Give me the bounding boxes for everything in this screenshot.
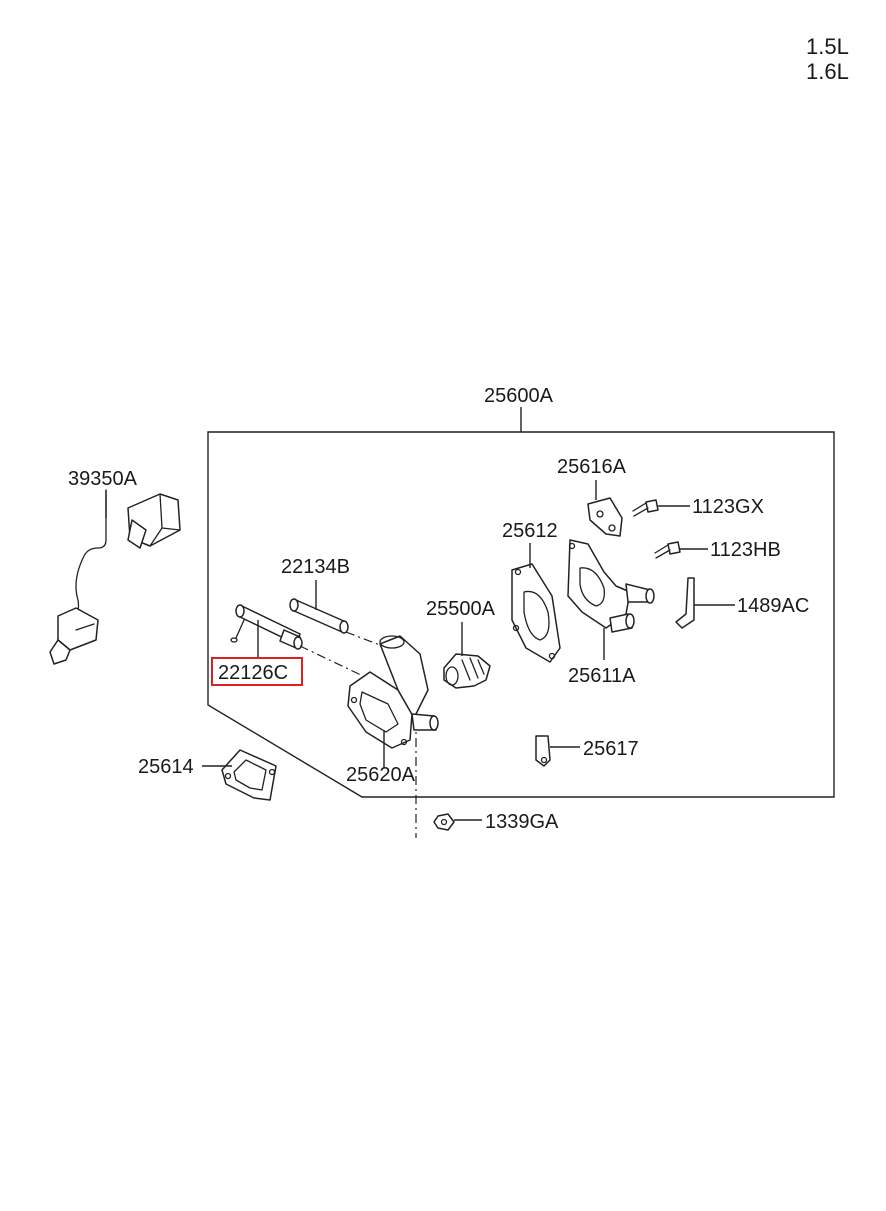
housing-outlet-icon: [567, 539, 655, 633]
label-25616A[interactable]: 25616A: [557, 456, 627, 478]
thermostat-icon: [443, 653, 491, 689]
label-1123GX[interactable]: 1123GX: [692, 496, 764, 518]
label-39350A[interactable]: 39350A: [68, 468, 138, 490]
label-25617[interactable]: 25617: [583, 738, 639, 760]
gasket-lower-icon: [221, 749, 277, 801]
assembly-frame: [207, 407, 835, 798]
fitting-bracket-icon: [587, 497, 623, 537]
gasket-upper-icon: [511, 563, 561, 663]
sensor-icon: [49, 489, 181, 665]
clamp-icon: [535, 735, 551, 767]
label-1489AC[interactable]: 1489AC: [737, 595, 809, 617]
housing-inlet-icon: [347, 635, 439, 749]
label-25620A[interactable]: 25620A: [346, 764, 416, 786]
engine-variant-1: 1.5L: [806, 34, 849, 59]
label-25600A[interactable]: 25600A: [484, 385, 554, 407]
pipe-c-icon: [230, 604, 303, 650]
pipe-b-icon: [289, 598, 349, 634]
label-25614[interactable]: 25614: [138, 756, 194, 778]
clip-icon: [675, 577, 695, 629]
bolt-hb-icon: [654, 541, 681, 559]
highlight-box: [211, 657, 303, 686]
label-22126C[interactable]: 22126C: [218, 662, 288, 684]
label-25500A[interactable]: 25500A: [426, 598, 496, 620]
label-25612[interactable]: 25612: [502, 520, 558, 542]
label-1339GA[interactable]: 1339GA: [485, 811, 559, 833]
label-22134B[interactable]: 22134B: [281, 556, 350, 578]
label-1123HB[interactable]: 1123HB: [710, 539, 781, 561]
engine-variant-2: 1.6L: [806, 59, 849, 84]
nut-icon: [433, 813, 455, 831]
bolt-gx-icon: [632, 499, 659, 517]
label-25611A[interactable]: 25611A: [568, 665, 636, 687]
